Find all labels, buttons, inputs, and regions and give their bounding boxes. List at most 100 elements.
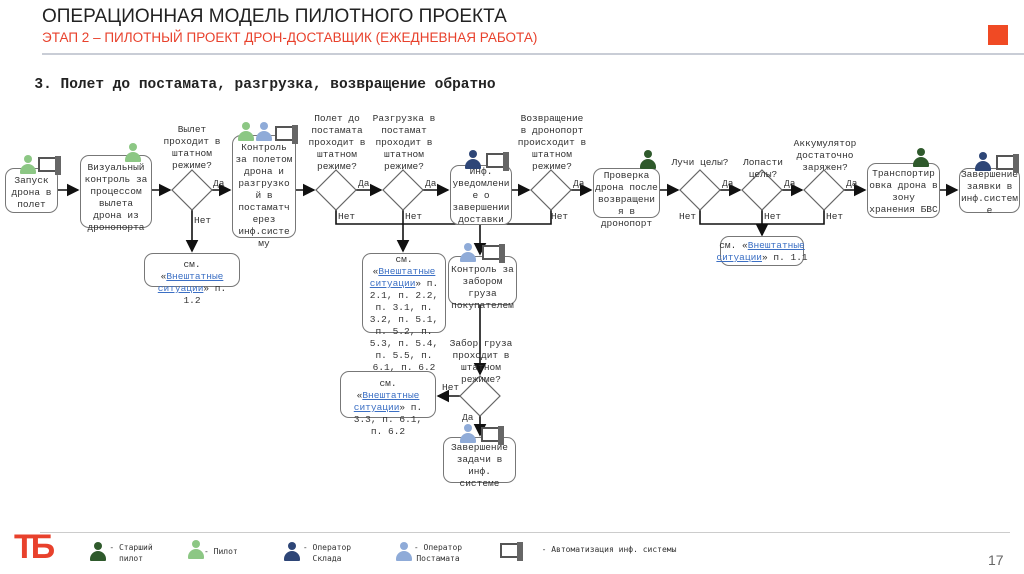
decision-diamond — [803, 169, 845, 211]
no-label: Нет — [764, 211, 782, 222]
process-text: Запуск дрона в полет — [11, 175, 52, 210]
pilot-icon — [238, 122, 254, 142]
yes-label: Да — [358, 178, 370, 189]
legend-automation: - Автоматизация инф. системы — [541, 545, 677, 554]
emergency-situations-link[interactable]: Внештатные ситуации — [716, 240, 805, 263]
process-text: Транспортир овка дрона в зону хранения Б… — [869, 168, 938, 215]
footer-divider — [40, 532, 1010, 533]
page-title: ОПЕРАЦИОННАЯ МОДЕЛЬ ПИЛОТНОГО ПРОЕКТА — [42, 6, 507, 27]
ref-items: п. 1.2 — [183, 283, 227, 306]
yes-label: Да — [722, 178, 734, 189]
no-label: Нет — [194, 215, 212, 226]
postamat-operator-icon — [396, 542, 412, 562]
process-text: Визуальный контроль за процессом вылета … — [84, 162, 148, 233]
ref-prefix: см. « — [719, 240, 748, 251]
postamat-operator-icon — [460, 243, 476, 263]
yes-label: Да — [213, 178, 225, 189]
computer-icon — [482, 244, 506, 264]
computer-icon — [486, 152, 510, 172]
ref-prefix: см. « — [356, 378, 397, 401]
ref-close: » — [415, 278, 422, 289]
pilot-icon — [125, 143, 141, 163]
decision-diamond — [171, 169, 213, 211]
pilot-icon — [188, 540, 204, 560]
legend-postamat-operator: - Оператор Постамата — [413, 543, 463, 563]
ref-box — [340, 371, 436, 418]
process-text: Завершение задачи в инф. системе — [450, 442, 508, 489]
decision-question: Вылет проходит в штатном режиме? — [163, 124, 221, 171]
process-delivery-notification — [450, 165, 512, 225]
accent-square — [988, 25, 1008, 45]
senior-pilot-icon — [913, 148, 929, 168]
process-pickup-control — [448, 256, 517, 305]
warehouse-operator-icon — [284, 542, 300, 562]
ref-prefix: см. « — [372, 254, 413, 277]
no-label: Нет — [551, 211, 569, 222]
process-text: Контроль за полетом дрона и разгрузко й … — [235, 142, 293, 249]
computer-icon — [996, 154, 1020, 174]
ref-close: » — [399, 402, 406, 413]
page-number: 17 — [988, 552, 1004, 568]
ref-close: » — [761, 252, 768, 263]
yes-label: Да — [784, 178, 796, 189]
senior-pilot-icon — [90, 542, 106, 562]
legend-warehouse-operator: - Оператор Склада — [302, 543, 352, 563]
ref-box — [720, 236, 804, 266]
decision-diamond — [459, 375, 501, 417]
ref-text: см. «Внештатные ситуации» п. 2.1, п. 2.2… — [364, 254, 444, 374]
computer-icon — [38, 156, 62, 176]
ref-box — [362, 253, 446, 333]
decision-question: Разгрузка в постамат проходит в штатном … — [372, 113, 436, 172]
decision-question: Аккумулятор достаточно заряжен? — [793, 138, 857, 173]
warehouse-operator-icon — [975, 152, 991, 172]
emergency-situations-link[interactable]: Внештатные ситуации — [369, 266, 436, 289]
ref-box — [144, 253, 240, 287]
computer-icon — [500, 542, 524, 562]
ref-text: см. «Внештатные ситуации» п. 3.3, п. 6.1… — [348, 378, 428, 438]
no-label: Нет — [826, 211, 844, 222]
yes-label: Да — [846, 178, 858, 189]
process-text: Инф. уведомлени е о завершении доставки — [452, 166, 510, 225]
emergency-situations-link[interactable]: Внештатные ситуации — [353, 390, 420, 413]
legend-senior-pilot: - Старший пилот — [109, 543, 153, 563]
no-label: Нет — [338, 211, 356, 222]
no-loop-line — [335, 210, 552, 225]
process-text: Завершение заявки в инф.систем е — [960, 169, 1018, 216]
section-heading: 3. Полет до постамата, разгрузка, возвра… — [34, 77, 496, 93]
decision-diamond — [315, 169, 357, 211]
emergency-situations-link[interactable]: Внештатные ситуации — [157, 271, 224, 294]
yes-label: Да — [462, 412, 474, 423]
warehouse-operator-icon — [465, 150, 481, 170]
ref-prefix: см. « — [160, 259, 201, 282]
postamat-operator-icon — [256, 122, 272, 142]
ref-items: п. 2.1, п. 2.2, п. 3.1, п. 3.2, п. 5.1, … — [369, 278, 439, 373]
pilot-icon — [20, 155, 36, 175]
decision-question: Лучи целы? — [671, 157, 729, 168]
no-label: Нет — [679, 211, 697, 222]
process-complete-request — [959, 168, 1020, 213]
postamat-operator-icon — [460, 424, 476, 444]
company-logo: ТБ — [14, 528, 55, 566]
process-text: Контроль за забором груза покупателем — [451, 264, 514, 311]
yes-label: Да — [573, 178, 585, 189]
ref-close: » — [203, 283, 210, 294]
decision-diamond — [530, 169, 572, 211]
decision-diamond — [741, 169, 783, 211]
ref-text: см. «Внештатные ситуации» п. 1.1 — [712, 240, 812, 264]
process-visual-control — [80, 155, 152, 228]
decision-diamond — [382, 169, 424, 211]
page-subtitle: ЭТАП 2 – ПИЛОТНЫЙ ПРОЕКТ ДРОН-ДОСТАВЩИК … — [42, 30, 538, 45]
header-divider — [42, 53, 1024, 55]
process-flight-control — [232, 135, 296, 238]
no-label: Нет — [405, 211, 423, 222]
ref-items: п. 3.3, п. 6.1, п. 6.2 — [353, 402, 423, 437]
legend-pilot: - Пилот — [204, 547, 238, 556]
yes-label: Да — [425, 178, 437, 189]
no-label: Нет — [442, 382, 460, 393]
senior-pilot-icon — [640, 150, 656, 170]
decision-question: Лопасти целы? — [743, 157, 783, 180]
ref-text: см. «Внештатные ситуации» п. 1.2 — [152, 259, 232, 307]
decision-question: Забор груза проходит в штатном режиме? — [449, 338, 513, 385]
ref-items: п. 1.1 — [767, 252, 808, 263]
